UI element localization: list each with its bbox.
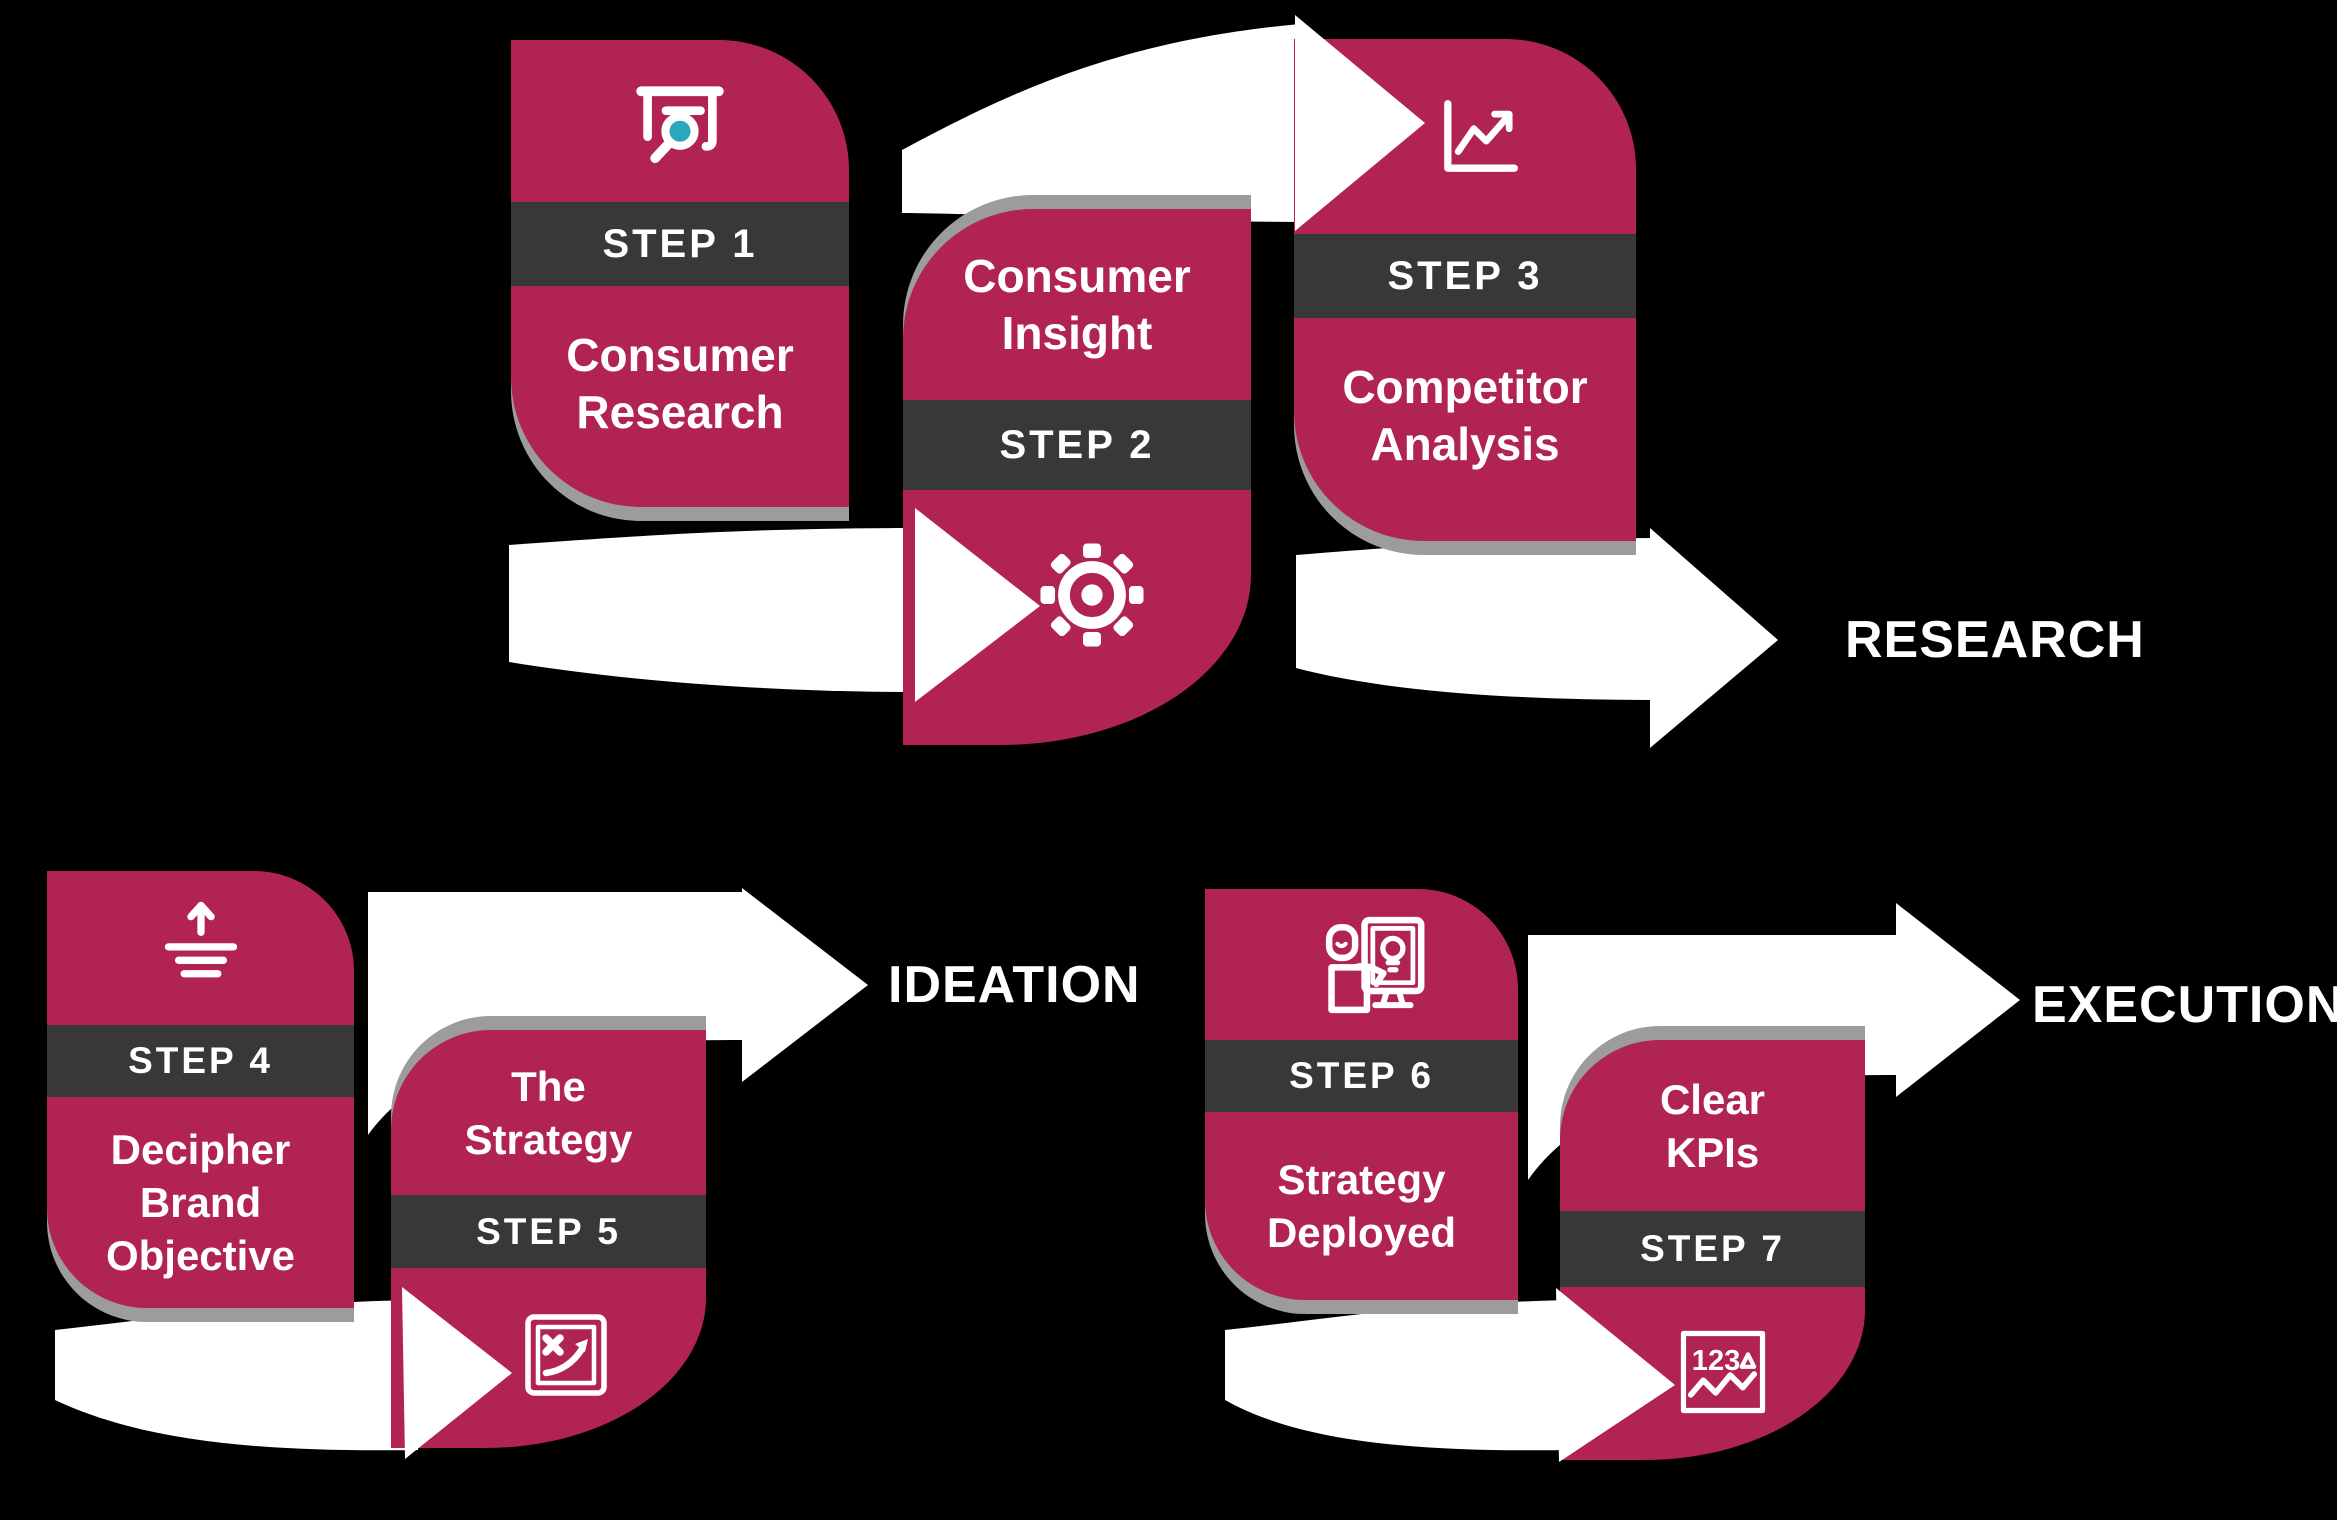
step-band-6: STEP 6 [1205,1040,1518,1112]
step-label-5: STEP 5 [476,1210,621,1252]
step-band-7: STEP 7 [1560,1211,1865,1287]
step-title-7: Clear KPIs [1560,1040,1865,1211]
growth-chart-icon [1294,39,1636,234]
step-card-5: The Strategy STEP 5 [391,1030,706,1448]
gear-icon [903,490,1251,745]
step-band-4: STEP 4 [47,1025,354,1097]
strategy-deployed-icon [1205,889,1518,1040]
step-title-3: Competitor Analysis [1294,318,1636,541]
consumer-research-icon [511,40,849,202]
title-line: Strategy [1277,1156,1446,1203]
step-label-4: STEP 4 [128,1040,273,1081]
title-line: Competitor [1342,360,1588,413]
title-line: Consumer [566,328,794,381]
title-line: Research [576,385,784,438]
step-card-4: STEP 4 Decipher Brand Objective [47,871,354,1308]
flow-arrow-body-step4-step5 [55,1300,418,1451]
title-line: Clear [1659,1075,1766,1123]
title-line: Consumer [963,249,1191,302]
title-line: Objective [105,1232,296,1279]
title-line: Insight [1001,306,1153,359]
kpi-123-text: 123 [1691,1344,1740,1376]
arrowhead-research [1650,528,1778,748]
step-title-2: Consumer Insight [903,209,1251,400]
step-title-4: Decipher Brand Objective [47,1097,354,1308]
step-card-6: STEP 6 Strategy Deployed [1205,889,1518,1300]
step-title-5: The Strategy [391,1030,706,1195]
step-label-7: STEP 7 [1640,1228,1785,1269]
flow-arrow-body-step2-step3 [902,24,1300,222]
title-line: Strategy [464,1115,633,1163]
step-label-3: STEP 3 [1387,253,1543,298]
step-band-3: STEP 3 [1294,234,1636,318]
strategy-icon [391,1268,706,1448]
step-band-2: STEP 2 [903,400,1251,490]
arrowhead-ideation [742,888,868,1082]
step-title-6: Strategy Deployed [1205,1112,1518,1300]
step-card-1: STEP 1 Consumer Research [511,40,849,507]
step-card-2: Consumer Insight STEP 2 [903,209,1251,745]
title-line: Analysis [1370,417,1560,470]
step-band-1: STEP 1 [511,202,849,286]
step-card-3: STEP 3 Competitor Analysis [1294,39,1636,541]
flow-arrow-body-step6-step7 [1225,1300,1572,1451]
title-line: Decipher [110,1126,291,1173]
phase-label-ideation: IDEATION [888,956,1141,1014]
step-band-5: STEP 5 [391,1195,706,1268]
title-line: Deployed [1266,1209,1457,1256]
step-card-7: Clear KPIs STEP 7 123 [1560,1040,1865,1460]
flow-arrow-body-research [1296,538,1660,700]
phase-label-research: RESEARCH [1845,611,2145,669]
step-title-1: Consumer Research [511,286,849,507]
phase-label-execution: EXECUTION [2032,976,2337,1034]
title-line: Brand [139,1179,262,1226]
arrowhead-execution [1896,903,2020,1097]
title-line: The [511,1062,586,1110]
step-label-1: STEP 1 [602,221,758,266]
brand-objective-icon [47,871,354,1025]
kpi-chart-icon: 123 [1560,1287,1865,1460]
step-label-6: STEP 6 [1289,1055,1434,1096]
step-label-2: STEP 2 [999,422,1155,467]
flow-arrow-body-step1-step2 [509,528,920,692]
title-line: KPIs [1665,1128,1760,1176]
